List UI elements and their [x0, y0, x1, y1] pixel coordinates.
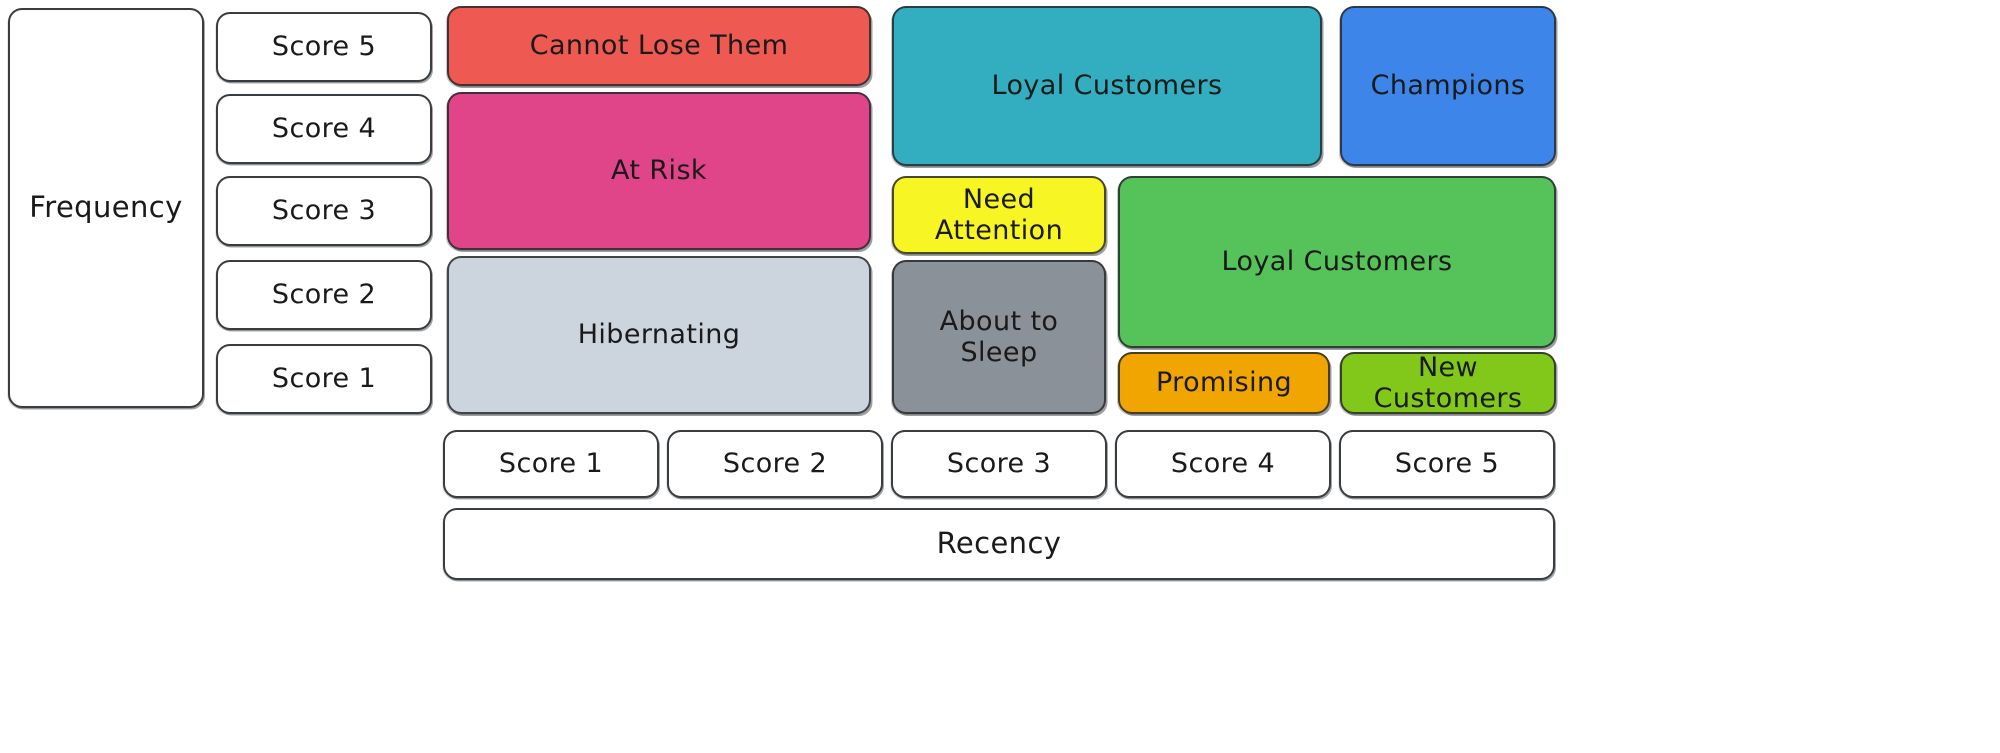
frequency-score-5[interactable]: Score 5 — [216, 12, 432, 82]
segment-loyal-customers-green[interactable]: Loyal Customers — [1118, 176, 1556, 348]
segment-hibernating[interactable]: Hibernating — [447, 256, 871, 414]
recency-score-5-label: Score 5 — [1394, 448, 1500, 480]
segment-loyal-customers-teal[interactable]: Loyal Customers — [892, 6, 1322, 166]
frequency-score-2[interactable]: Score 2 — [216, 260, 432, 330]
segment-hibernating-label: Hibernating — [577, 319, 741, 351]
segment-need-attention[interactable]: Need Attention — [892, 176, 1106, 254]
frequency-score-4-label: Score 4 — [271, 113, 377, 145]
frequency-score-1[interactable]: Score 1 — [216, 344, 432, 414]
recency-axis-label: Recency — [443, 508, 1555, 580]
frequency-score-3-label: Score 3 — [271, 195, 377, 227]
segment-new-customers[interactable]: New Customers — [1340, 352, 1556, 414]
recency-score-1-label: Score 1 — [498, 448, 604, 480]
segment-champions-label: Champions — [1370, 70, 1526, 102]
recency-score-4-label: Score 4 — [1170, 448, 1276, 480]
recency-score-2-label: Score 2 — [722, 448, 828, 480]
segment-loyal-customers-green-label: Loyal Customers — [1221, 246, 1453, 278]
frequency-score-4[interactable]: Score 4 — [216, 94, 432, 164]
recency-score-3[interactable]: Score 3 — [891, 430, 1107, 498]
recency-score-5[interactable]: Score 5 — [1339, 430, 1555, 498]
recency-score-1[interactable]: Score 1 — [443, 430, 659, 498]
segment-need-attention-label: Need Attention — [934, 183, 1064, 246]
recency-score-2[interactable]: Score 2 — [667, 430, 883, 498]
segment-about-to-sleep-label: About to Sleep — [939, 305, 1059, 368]
frequency-axis-label-text: Frequency — [29, 190, 183, 225]
recency-score-3-label: Score 3 — [946, 448, 1052, 480]
segment-at-risk-label: At Risk — [611, 155, 707, 187]
frequency-score-1-label: Score 1 — [271, 363, 377, 395]
segment-champions[interactable]: Champions — [1340, 6, 1556, 166]
segment-cannot-lose-them-label: Cannot Lose Them — [529, 30, 789, 62]
frequency-axis-label: Frequency — [8, 8, 204, 408]
segment-new-customers-label: New Customers — [1373, 351, 1523, 414]
recency-score-4[interactable]: Score 4 — [1115, 430, 1331, 498]
segment-promising[interactable]: Promising — [1118, 352, 1330, 414]
frequency-score-2-label: Score 2 — [271, 279, 377, 311]
segment-about-to-sleep[interactable]: About to Sleep — [892, 260, 1106, 414]
frequency-score-3[interactable]: Score 3 — [216, 176, 432, 246]
segment-at-risk[interactable]: At Risk — [447, 92, 871, 250]
recency-axis-label-text: Recency — [936, 526, 1062, 561]
segment-cannot-lose-them[interactable]: Cannot Lose Them — [447, 6, 871, 86]
segment-promising-label: Promising — [1155, 367, 1293, 399]
frequency-score-5-label: Score 5 — [271, 31, 377, 63]
segment-loyal-customers-teal-label: Loyal Customers — [991, 70, 1223, 102]
